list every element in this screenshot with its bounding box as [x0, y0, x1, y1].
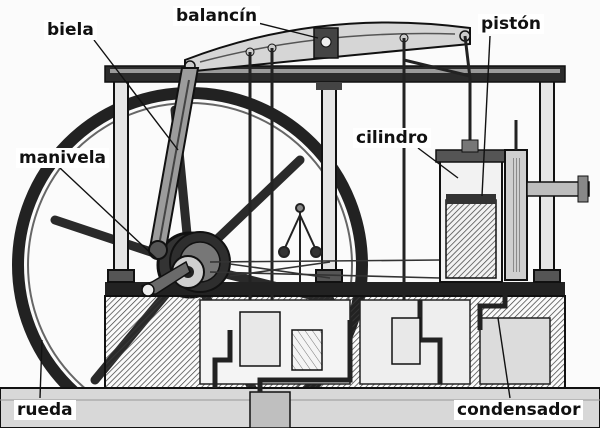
valve-chest [504, 120, 590, 281]
label-cilindro: cilindro [353, 128, 431, 148]
label-biela: biela [44, 20, 97, 40]
drive-linkage [209, 259, 441, 279]
top-beam [104, 65, 566, 90]
support-columns [107, 79, 561, 283]
governor [278, 203, 322, 290]
label-manivela: manivela [16, 148, 110, 168]
label-condensador: condensador [454, 400, 584, 420]
label-balancin: balancín [173, 6, 261, 26]
label-rueda: rueda [14, 400, 76, 420]
steam-cylinder [435, 139, 507, 283]
callout-lines [39, 17, 511, 399]
pump-cylinders [239, 311, 421, 371]
walking-beam [184, 21, 471, 74]
connecting-rod [148, 67, 200, 260]
label-piston: pistón [478, 14, 545, 34]
